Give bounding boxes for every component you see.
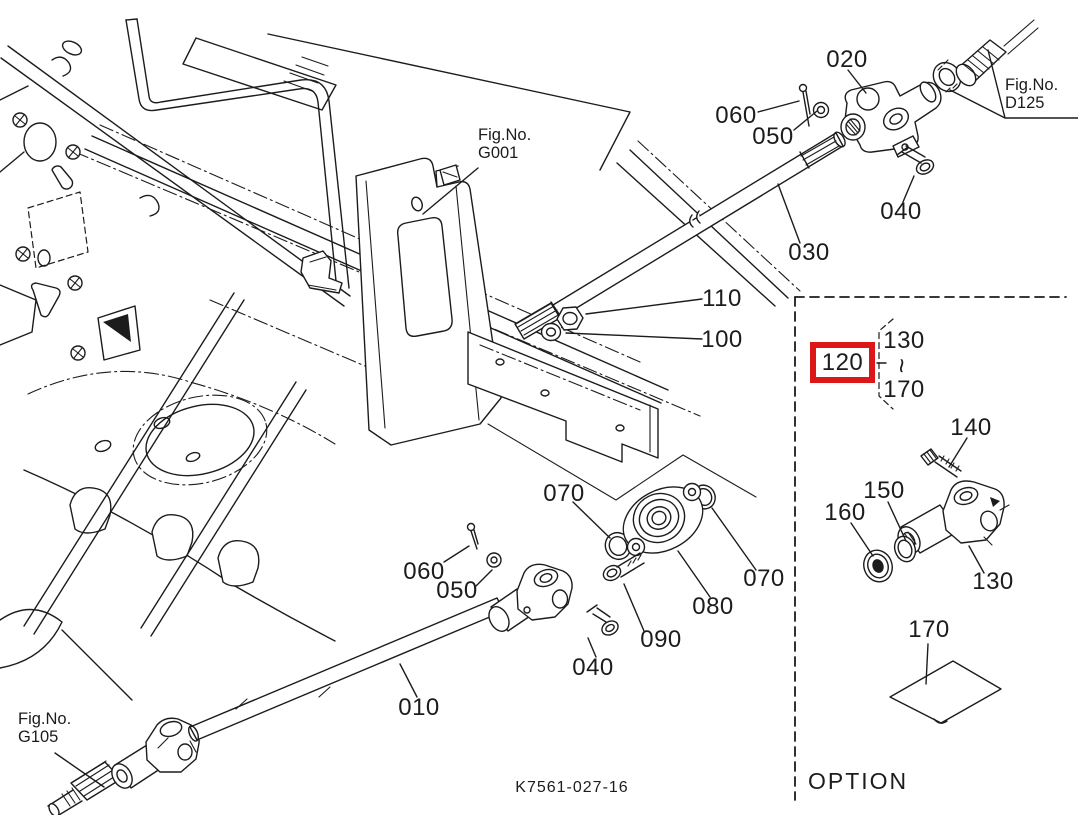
part-label-050-lower[interactable]: 050 — [436, 577, 478, 604]
part-label-170-option[interactable]: 170 — [908, 616, 950, 643]
part-label-060-upper[interactable]: 060 — [715, 102, 757, 129]
upper-shaft-assembly — [514, 19, 1039, 342]
figure-ref-g001-line2: G001 — [478, 144, 519, 163]
option-label: OPTION — [808, 768, 909, 794]
figure-ref-g105[interactable]: Fig.No. G105 — [18, 710, 71, 746]
part-label-100[interactable]: 100 — [701, 326, 743, 353]
part-label-020[interactable]: 020 — [826, 46, 868, 73]
lower-shaft-assembly — [47, 482, 716, 815]
part-label-080[interactable]: 080 — [692, 593, 734, 620]
highlighted-part-box[interactable]: 120 — [810, 342, 875, 383]
part-label-090[interactable]: 090 — [640, 626, 682, 653]
part-label-060-lower[interactable]: 060 — [403, 558, 445, 585]
part-label-150[interactable]: 150 — [863, 477, 905, 504]
part-label-070-right[interactable]: 070 — [743, 565, 785, 592]
range-label-start: 130 — [883, 327, 925, 354]
range-bracket — [876, 318, 894, 410]
option-assembly — [863, 448, 1010, 724]
option-box-border — [794, 296, 1067, 801]
part-label-010[interactable]: 010 — [398, 694, 440, 721]
part-label-070-left[interactable]: 070 — [543, 480, 585, 507]
figure-ref-d125-line1: Fig.No. — [1005, 76, 1059, 94]
figure-ref-g001-line1: Fig.No. — [478, 126, 532, 144]
figure-ref-g105-line1: Fig.No. — [18, 710, 72, 728]
part-label-040-upper[interactable]: 040 — [880, 198, 922, 225]
part-label-140[interactable]: 140 — [950, 414, 992, 441]
part-label-160[interactable]: 160 — [824, 499, 866, 526]
figure-ref-g001[interactable]: Fig.No. G001 — [478, 126, 531, 162]
part-label-130-option[interactable]: 130 — [972, 568, 1014, 595]
part-label-050-upper[interactable]: 050 — [752, 123, 794, 150]
part-label-040-lower[interactable]: 040 — [572, 654, 614, 681]
figure-ref-g105-line2: G105 — [18, 728, 59, 747]
part-label-120: 120 — [821, 348, 864, 376]
part-label-110[interactable]: 110 — [702, 285, 742, 312]
leader-lines — [54, 49, 1078, 788]
range-label-end: 170 — [883, 376, 925, 403]
range-tilde: ~ — [887, 358, 917, 374]
figure-ref-d125[interactable]: Fig.No. D125 — [1005, 76, 1058, 112]
drawing-number: K7561-027-16 — [515, 779, 629, 796]
frame-art — [0, 18, 801, 701]
part-label-030[interactable]: 030 — [788, 239, 830, 266]
figure-ref-d125-line2: D125 — [1005, 94, 1045, 113]
